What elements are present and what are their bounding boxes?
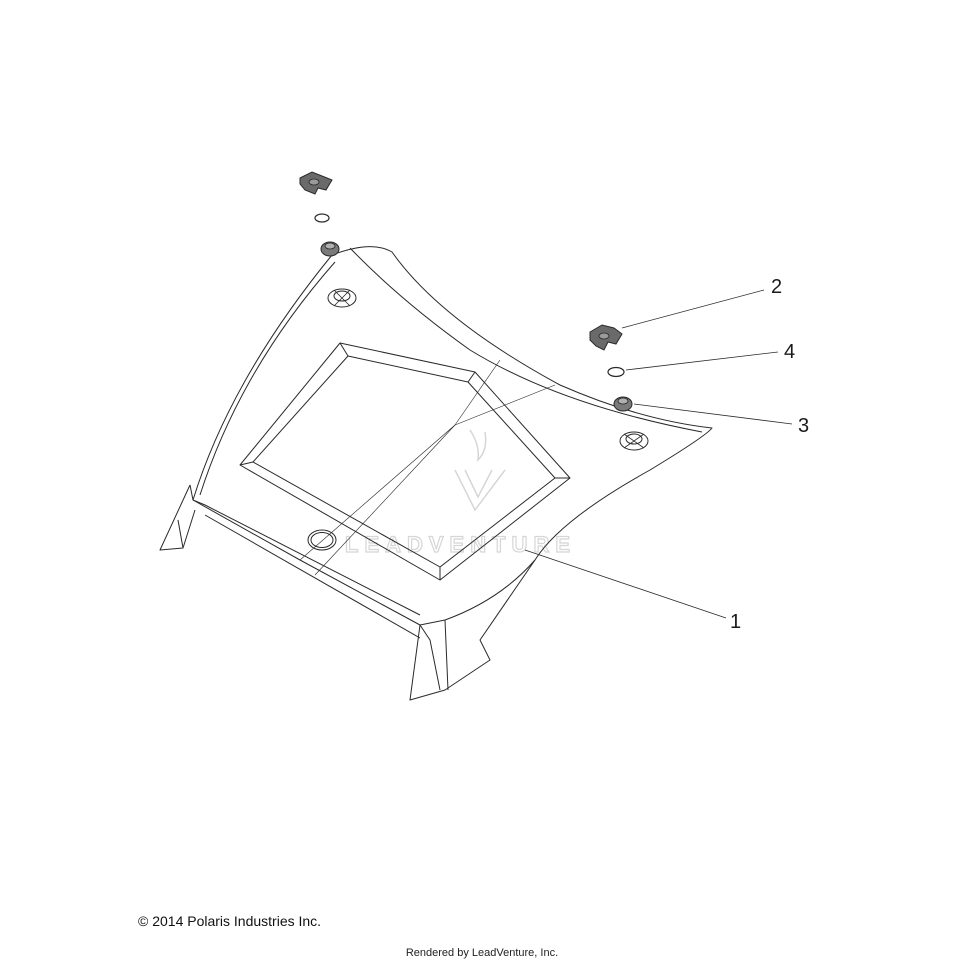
leader-line-2 bbox=[621, 289, 765, 329]
copyright-notice: © 2014 Polaris Industries Inc. bbox=[138, 913, 322, 929]
callout-1: 1 bbox=[730, 611, 741, 633]
rendered-by-credit: Rendered by LeadVenture, Inc. bbox=[405, 947, 559, 959]
watermark-text: LEADVENTURE bbox=[345, 532, 576, 557]
callout-4: 4 bbox=[784, 341, 795, 363]
mounting-boss-left bbox=[327, 288, 357, 308]
leader-line-3 bbox=[633, 403, 793, 425]
callouts: 2 4 3 1 bbox=[730, 276, 809, 633]
leadventure-logo-icon bbox=[454, 429, 506, 512]
fastener-right-icon bbox=[589, 324, 623, 351]
fastener-left-icon bbox=[299, 171, 333, 195]
washer-right-icon bbox=[607, 366, 625, 378]
leader-line-4 bbox=[625, 351, 779, 371]
mounting-boss-right bbox=[619, 431, 649, 451]
watermark: LEADVENTURE bbox=[344, 429, 576, 558]
hardware-right bbox=[589, 324, 633, 412]
grommet-right-icon bbox=[613, 396, 633, 412]
hood-panel bbox=[159, 246, 713, 701]
leader-lines bbox=[524, 289, 793, 619]
grommet-left-icon bbox=[320, 241, 340, 257]
hardware-left bbox=[299, 171, 340, 257]
leader-line-1 bbox=[524, 549, 727, 619]
washer-left-icon bbox=[314, 213, 330, 223]
callout-2: 2 bbox=[771, 276, 782, 298]
callout-3: 3 bbox=[798, 415, 809, 437]
